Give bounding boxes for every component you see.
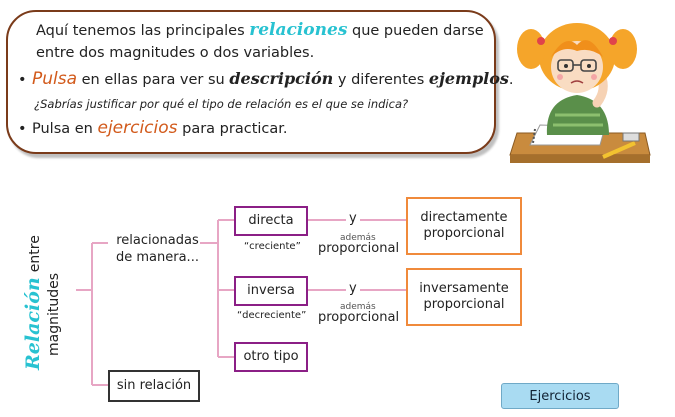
inversa-label: inversa [247, 283, 295, 298]
intro-text: que pueden darse [347, 23, 484, 39]
creciente-hint: “creciente” [244, 241, 301, 252]
inversamente-line: inversamente [419, 281, 509, 296]
ejercicios-button-label: Ejercicios [529, 388, 591, 404]
justificar-question: ¿Sabrías justificar por qué el tipo de r… [34, 97, 409, 111]
directa-label: directa [248, 213, 294, 228]
intro-text: en ellas para ver su [77, 72, 230, 88]
relacionadas-line: relacionadas [116, 233, 199, 248]
intro-callout: Aquí tenemos las principales relaciones … [6, 10, 514, 154]
relacion-title: Relación [22, 277, 44, 370]
intro-text: Aquí tenemos las principales [36, 23, 250, 39]
intro-line-4: ¿Sabrías justificar por qué el tipo de r… [34, 96, 408, 112]
magnitudes-text: magnitudes [46, 272, 62, 356]
y-connector: y [349, 211, 357, 226]
relaciones-highlight: relaciones [249, 20, 348, 40]
root-relacion-label[interactable]: Relación entre magnitudes [18, 235, 78, 378]
sin-relacion-label: sin relación [116, 378, 192, 393]
proporcional-line: proporcional [423, 297, 505, 312]
bullet-icon: • [18, 72, 27, 88]
directamente-proporcional-box[interactable]: directamente proporcional [406, 197, 522, 255]
pulsa-highlight: Pulsa [32, 69, 78, 89]
ejercicios-highlight: ejercicios [97, 118, 178, 138]
intro-line-1: Aquí tenemos las principales relaciones … [36, 20, 484, 40]
ejercicios-button[interactable]: Ejercicios [501, 383, 619, 409]
ejemplos-highlight: ejemplos [428, 69, 509, 88]
decreciente-hint: “decreciente” [237, 310, 307, 321]
sin-relacion-box[interactable]: sin relación [108, 370, 200, 402]
ademas-label: además [340, 302, 376, 312]
inversa-box[interactable]: inversa [234, 276, 308, 306]
girl-studying-illustration [509, 23, 651, 163]
de-manera-line: de manera... [116, 250, 199, 265]
intro-text: y diferentes [333, 72, 429, 88]
proporcional-label: proporcional [318, 241, 400, 256]
entre-text: entre [27, 235, 43, 273]
intro-line-5: • Pulsa en ejercicios para practicar. [18, 118, 288, 138]
bullet-icon: • [18, 121, 27, 137]
intro-text: entre dos magnitudes o dos variables. [36, 45, 315, 61]
directamente-line: directamente [420, 210, 508, 225]
relationship-connectors [76, 219, 406, 386]
descripcion-highlight: descripción [229, 69, 334, 88]
relacionadas-label: relacionadas de manera... [116, 232, 199, 266]
intro-text: para practicar. [177, 121, 288, 137]
intro-line-3: •Pulsa en ellas para ver su descripción … [18, 69, 514, 89]
intro-text: Pulsa en [32, 121, 98, 137]
proporcional-label: proporcional [318, 310, 400, 325]
otro-tipo-box[interactable]: otro tipo [234, 342, 308, 372]
proporcional-line: proporcional [423, 226, 505, 241]
y-connector: y [349, 281, 357, 296]
intro-line-2: entre dos magnitudes o dos variables. [36, 45, 314, 61]
directa-box[interactable]: directa [234, 206, 308, 236]
otro-tipo-label: otro tipo [243, 349, 299, 364]
ademas-label: además [340, 233, 376, 243]
inversamente-proporcional-box[interactable]: inversamente proporcional [406, 268, 522, 326]
intro-text: . [508, 72, 514, 88]
